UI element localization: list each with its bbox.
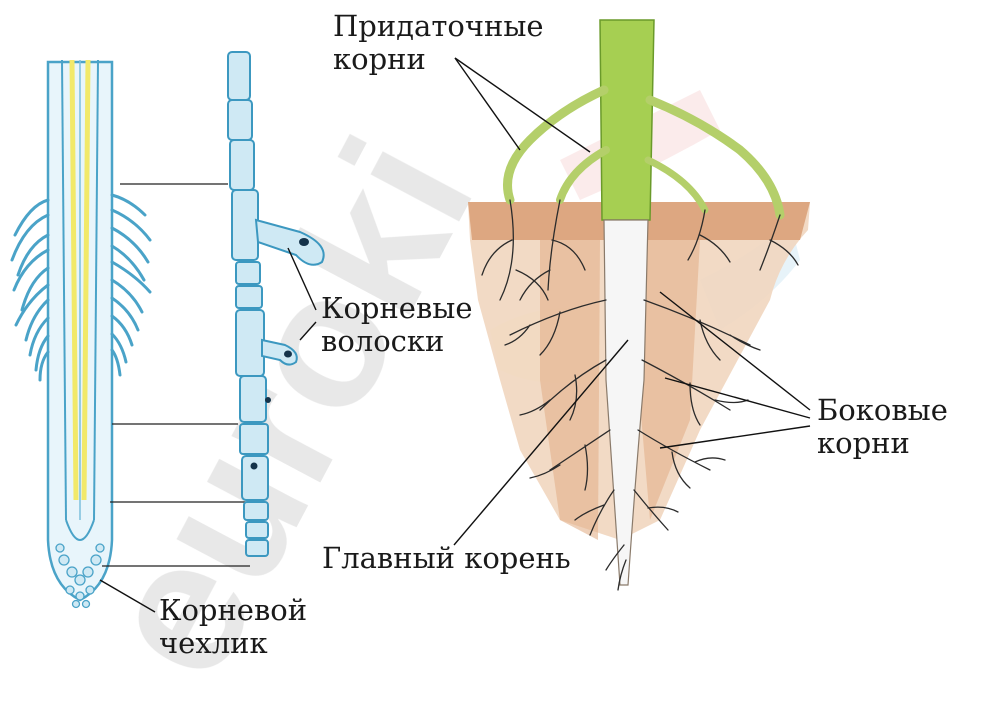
root-longitudinal-section (10, 59, 250, 609)
root-system (468, 19, 810, 591)
root-cap-cells (55, 543, 105, 609)
label-lateral-roots-line2: корни (817, 426, 910, 460)
label-root-cap: Корневой чехлик (159, 594, 307, 660)
label-root-cap-line1: Корневой (159, 593, 308, 627)
label-leader-lines (99, 57, 811, 613)
label-main-root: Главный корень (322, 541, 571, 575)
label-root-hairs-line2: волоски (321, 324, 445, 358)
label-lateral-roots-line1: Боковые (817, 393, 948, 427)
epidermal-cell-column (227, 51, 325, 557)
zone-lines (102, 183, 250, 567)
label-adventitious-roots-line1: Придаточные (333, 9, 544, 43)
label-lateral-roots: Боковые корни (817, 394, 948, 460)
label-root-hairs: Корневые волоски (321, 292, 473, 358)
label-adventitious-roots-line2: корни (333, 42, 426, 76)
label-root-cap-line2: чехлик (159, 626, 268, 660)
root-hairs-right (110, 193, 152, 377)
label-adventitious-roots: Придаточные корни (333, 10, 544, 76)
label-root-hairs-line1: Корневые (321, 291, 473, 325)
root-hairs-left (10, 198, 50, 382)
cell-nuclei (250, 238, 309, 470)
